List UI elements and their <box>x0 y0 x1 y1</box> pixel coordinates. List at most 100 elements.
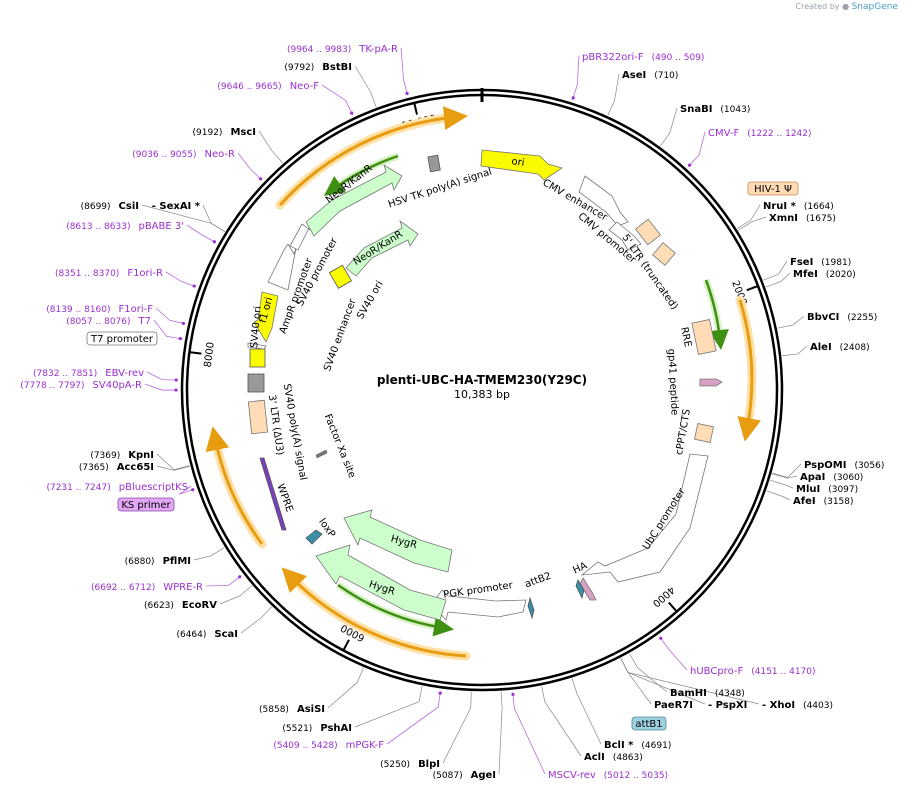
primer-position: (9646 .. 9665) <box>217 82 281 92</box>
enzyme-name: PflMI <box>163 556 191 567</box>
tick-mark-4000 <box>668 601 678 613</box>
primer-site <box>687 163 692 167</box>
enzyme-position: (1664) <box>804 202 834 212</box>
primer-name: TK-pA-R <box>358 44 398 55</box>
primer-site <box>405 91 409 95</box>
enzyme-name: AleI <box>810 342 832 353</box>
enzyme-name: NruI * <box>763 201 797 212</box>
factor-xa-feature <box>315 449 328 459</box>
snapgene-credit: Created by ● SnapGene <box>796 2 899 12</box>
enzyme-position: (9192) <box>193 128 223 138</box>
primer-leader-0 <box>572 55 580 100</box>
primer-position: (9964 .. 9983) <box>287 45 351 55</box>
enzyme-position: (4348) <box>715 689 745 699</box>
enzyme-leader-0 <box>607 73 620 116</box>
enzyme-leader-24 <box>193 547 225 561</box>
enzyme-name: AclI <box>584 752 605 763</box>
ori-feature <box>480 149 563 181</box>
leader-lines <box>141 47 808 775</box>
enzyme-position: (4691) <box>641 741 671 751</box>
sv40-ori-left-feature <box>249 348 266 368</box>
enzyme-position: (7369) <box>90 451 120 461</box>
feature-label: RRE <box>678 326 693 348</box>
boxed-label-t7: T7 promoter <box>90 334 154 345</box>
sv40-ori-center-feature <box>328 264 352 289</box>
primer-position: (8057 .. 8076) <box>66 317 130 327</box>
enzyme-name: SnaBI <box>680 104 712 115</box>
primer-name: SV40pA-R <box>93 380 142 391</box>
primer-label: MSCV-rev (5012 .. 5035) <box>548 770 668 781</box>
enzyme-leader-5 <box>765 272 791 288</box>
hsv-tk-polya-feature <box>427 154 441 173</box>
primer-position: (5012 .. 5035) <box>604 771 668 781</box>
primer-site <box>571 96 575 100</box>
enzyme-name: FseI <box>790 257 813 268</box>
enzyme-position: (3158) <box>824 497 854 507</box>
enzyme-leader-21 <box>327 667 364 709</box>
enzyme-name: Acc65I <box>117 462 154 473</box>
features <box>247 149 723 621</box>
enzyme-position: (2020) <box>826 270 856 280</box>
primer-position: (7231 .. 7247) <box>46 483 110 493</box>
enzyme-label: PaeR7I <box>654 700 693 711</box>
enzyme-name: PaeR7I <box>654 700 693 711</box>
enzyme-leader-27 <box>202 204 225 232</box>
ampr-promoter-feature <box>267 243 297 291</box>
primer-name: hUBCpro-F <box>690 666 743 677</box>
hiv-psi-feature <box>652 242 676 266</box>
feature-label: SV40 ori <box>249 306 264 349</box>
enzyme-label: AfeI(3158) <box>793 496 854 507</box>
primer-site <box>438 691 442 695</box>
feature-label: NeoR/KanR <box>352 229 405 268</box>
enzyme-position: (7365) <box>79 463 109 473</box>
ltr-5-feature <box>634 218 662 246</box>
neokan-lower-feature <box>345 219 419 277</box>
tick-mark-2000 <box>746 285 759 292</box>
ubc-promoter-feature <box>580 453 709 583</box>
primer-label: (8139 .. 8160)F1ori-F <box>46 304 153 315</box>
enzyme-position: (5087) <box>433 771 463 781</box>
tick-mark-8000 <box>189 351 202 355</box>
enzyme-name: BclI * <box>604 740 634 751</box>
enzyme-leader-8 <box>772 463 802 478</box>
enzyme-label: FseI(1981) <box>790 257 851 268</box>
primer-labels: pBR322ori-F(490 .. 509)CMV-F(1222 .. 124… <box>20 44 815 781</box>
primer-leader-4 <box>386 691 441 745</box>
feature-label: gp41 peptide <box>665 348 679 415</box>
primer-leader-2 <box>659 636 688 671</box>
primer-name: pBR322ori-F <box>582 52 644 63</box>
boxed-label-t7-box <box>86 331 158 346</box>
enzyme-name: EcoRV <box>182 600 217 611</box>
primer-name: pBABE 3' <box>138 221 184 232</box>
primer-label: pBR322ori-F(490 .. 509) <box>582 52 704 63</box>
primer-leader-1 <box>687 131 706 167</box>
primer-position: (8351 .. 8370) <box>55 269 119 279</box>
enzyme-name: PspOMI <box>804 460 846 471</box>
enzyme-label: (5858)AsiSI <box>259 704 325 715</box>
enzyme-name: AsiSI <box>297 704 325 715</box>
enzyme-position: (2255) <box>847 313 877 323</box>
primer-leader-7 <box>144 383 179 391</box>
enzyme-leader-6 <box>777 315 805 329</box>
primer-label: (9646 .. 9665)Neo-F <box>217 81 319 92</box>
ha-feature <box>579 577 597 601</box>
cppt-feature <box>694 423 714 443</box>
enzyme-name: - PspXI <box>708 700 747 711</box>
plasmid-size: 10,383 bp <box>454 388 510 401</box>
cmv-enhancer-feature <box>578 175 629 227</box>
feature-label: attB2 <box>524 571 553 591</box>
enzyme-label: AclI(4863) <box>584 752 643 763</box>
feature-label: 3' LTR (ΔU3) <box>266 394 285 456</box>
primer-name: F1ori-R <box>127 268 163 279</box>
feature-label: cPPT/CTS <box>674 408 693 456</box>
credit-brand: SnapGene <box>851 2 898 12</box>
enzyme-leader-17 <box>541 685 582 757</box>
wpre-feature <box>259 457 287 531</box>
primer-name: MSCV-rev <box>548 770 596 781</box>
primer-label: (6692 .. 6712)WPRE-R <box>91 582 203 593</box>
tick-mark-10000 <box>413 102 418 115</box>
primer-label: (7778 .. 7797)SV40pA-R <box>20 380 142 391</box>
enzyme-label: ApaI(3060) <box>800 472 863 483</box>
